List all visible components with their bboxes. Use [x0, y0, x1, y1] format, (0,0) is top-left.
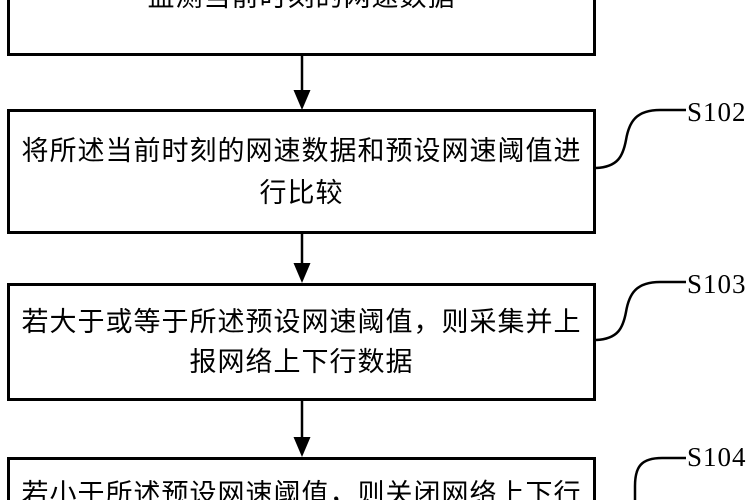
flow-box-s104: 若小于所述预设网速阈值，则关闭网络上下行 [7, 457, 596, 500]
flow-box-text: 将所述当前时刻的网速数据和预设网速阈值进 [21, 135, 582, 166]
step-label-s102: S102 [687, 97, 747, 127]
arrow-down-1 [293, 50, 311, 110]
arrow-down-2 [293, 228, 311, 283]
step-label-s104: S104 [687, 442, 747, 472]
flow-box-detect-speed: 监测当前时刻的网速数据 [7, 0, 596, 56]
flow-box-text: 监测当前时刻的网速数据 [148, 0, 456, 15]
flow-box-text: 报网络上下行数据 [189, 347, 414, 377]
step-label-s103: S103 [687, 269, 747, 299]
arrow-down-3 [293, 395, 311, 457]
flow-box-text: 若小于所述预设网速阈值，则关闭网络上下行 [21, 479, 582, 500]
flow-box-text: 行比较 [259, 177, 344, 208]
s102-leader-line [595, 108, 686, 170]
flow-box-s102: 将所述当前时刻的网速数据和预设网速阈值进 行比较 [7, 109, 596, 234]
flow-box-text: 若大于或等于所述预设网速阈值，则采集并上 [21, 307, 582, 337]
s104-leader-line [633, 456, 686, 500]
s103-leader-line [595, 280, 686, 342]
flow-box-s103: 若大于或等于所述预设网速阈值，则采集并上 报网络上下行数据 [7, 283, 596, 401]
